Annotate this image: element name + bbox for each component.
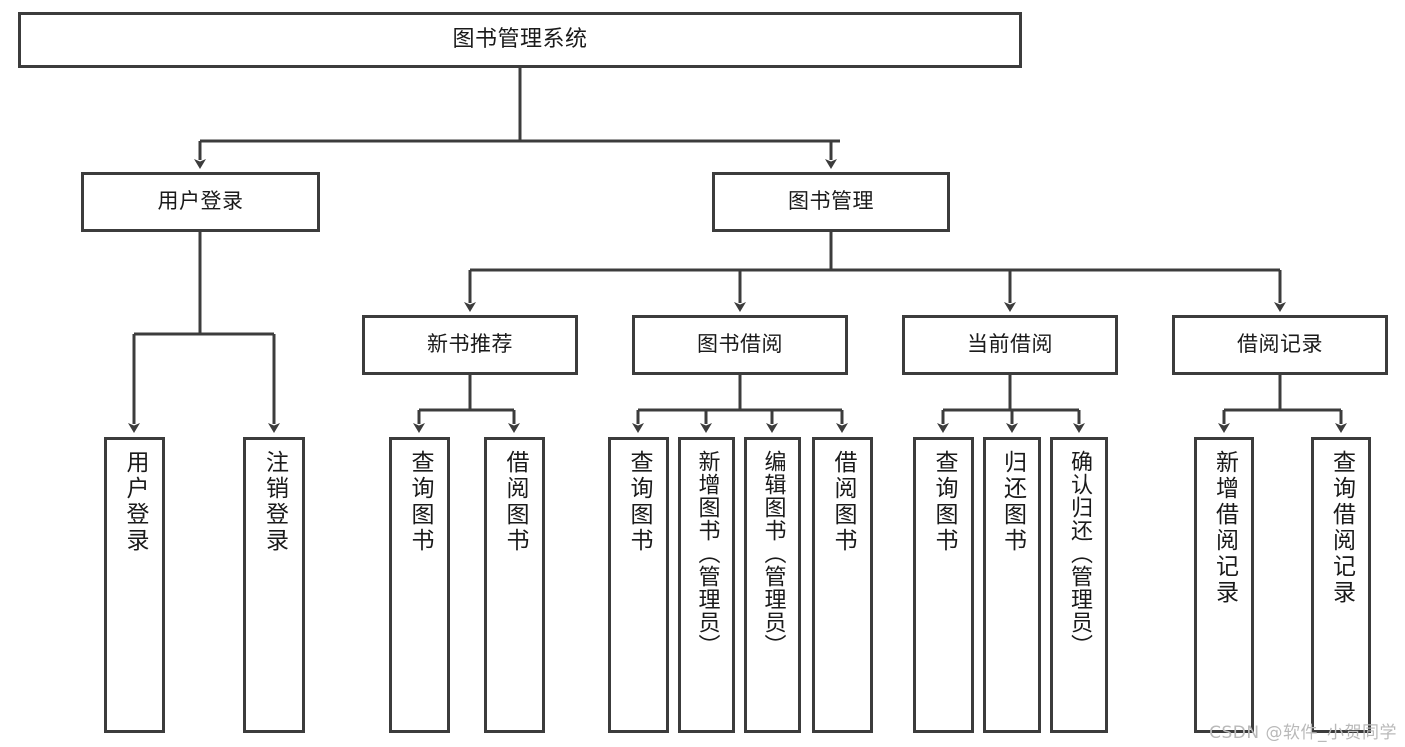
node-label: 查询图书	[407, 450, 433, 554]
node-label: 图书管理	[788, 189, 874, 214]
node-label: 借阅图书	[830, 450, 856, 554]
node-book-management[interactable]: 图书管理	[712, 172, 950, 232]
leaf-borrow-book-recommend[interactable]: 借阅图书	[484, 437, 545, 733]
node-label: 注销登录	[261, 450, 288, 554]
node-current-borrow[interactable]: 当前借阅	[902, 315, 1118, 375]
node-label: 新书推荐	[427, 332, 513, 357]
node-label: 新增借阅记录	[1211, 450, 1238, 606]
node-label: 查询图书	[626, 450, 652, 554]
node-label: 用户登录	[122, 450, 148, 554]
leaf-user-login[interactable]: 用户登录	[104, 437, 165, 733]
node-label: 编辑图书（管理员）	[760, 450, 786, 657]
node-label: 查询借阅记录	[1328, 450, 1355, 606]
leaf-query-book-borrow[interactable]: 查询图书	[608, 437, 669, 733]
leaf-query-book-recommend[interactable]: 查询图书	[389, 437, 450, 733]
leaf-add-book-admin[interactable]: 新增图书（管理员）	[678, 437, 735, 733]
node-label: 归还图书	[999, 450, 1026, 554]
leaf-query-book-current[interactable]: 查询图书	[913, 437, 974, 733]
node-label: 当前借阅	[967, 332, 1053, 357]
node-borrow-record[interactable]: 借阅记录	[1172, 315, 1388, 375]
node-label: 借阅图书	[502, 450, 528, 554]
leaf-borrow-book[interactable]: 借阅图书	[812, 437, 873, 733]
node-root[interactable]: 图书管理系统	[18, 12, 1022, 68]
node-book-borrow[interactable]: 图书借阅	[632, 315, 848, 375]
leaf-logout[interactable]: 注销登录	[243, 437, 305, 733]
node-label: 图书借阅	[697, 332, 783, 357]
leaf-confirm-return-admin[interactable]: 确认归还（管理员）	[1050, 437, 1108, 733]
node-label: 确认归还（管理员）	[1067, 450, 1092, 657]
node-label: 查询图书	[931, 450, 957, 554]
leaf-query-borrow-record[interactable]: 查询借阅记录	[1311, 437, 1371, 733]
node-user-login[interactable]: 用户登录	[81, 172, 320, 232]
leaf-return-book[interactable]: 归还图书	[983, 437, 1041, 733]
leaf-edit-book-admin[interactable]: 编辑图书（管理员）	[744, 437, 801, 733]
node-label: 借阅记录	[1237, 332, 1323, 357]
node-label: 图书管理系统	[452, 26, 588, 52]
node-label: 新增图书（管理员）	[694, 450, 720, 657]
node-new-book-recommend[interactable]: 新书推荐	[362, 315, 578, 375]
node-label: 用户登录	[157, 189, 244, 214]
leaf-add-borrow-record[interactable]: 新增借阅记录	[1194, 437, 1254, 733]
watermark: CSDN @软件_小贺同学	[1209, 723, 1397, 743]
